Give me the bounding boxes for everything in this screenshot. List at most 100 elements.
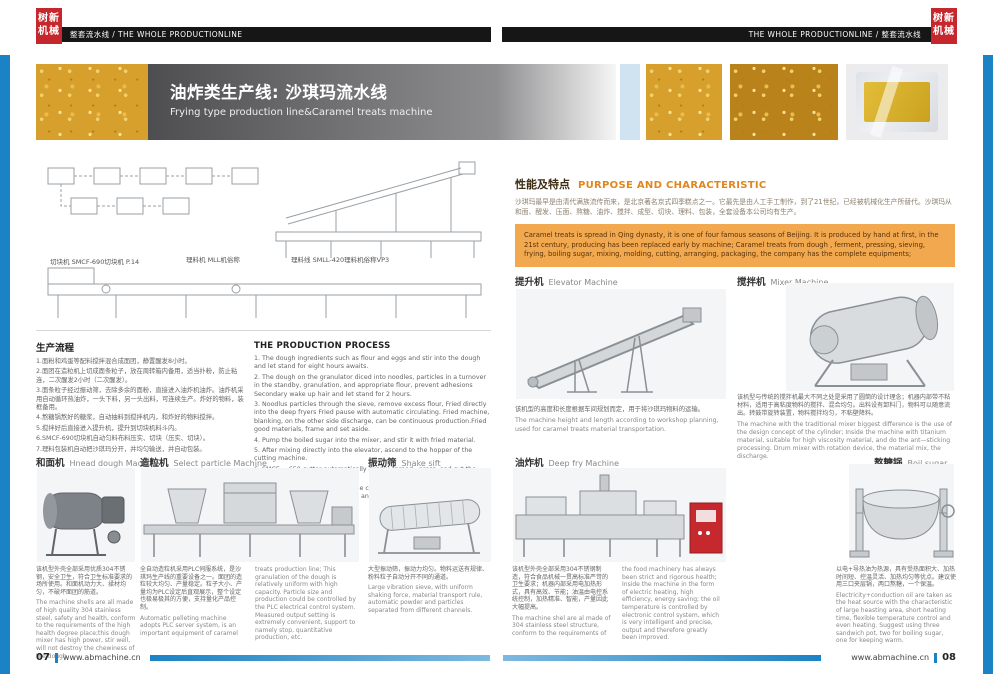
fry-desc-en: The machine shel are al made of 304 stai… [512, 566, 720, 642]
right-edge-strip [983, 55, 993, 674]
mixer-machine-photo [785, 282, 955, 392]
sift-desc-en: Large vibration sieve, with uniform shak… [368, 584, 483, 614]
page-subtitle: Frying type production line&Caramel trea… [170, 107, 433, 118]
mixer-name-zh: 搅拌机 [737, 277, 766, 288]
sugar-machine-photo [848, 463, 955, 565]
sift-machine-illustration [369, 468, 491, 562]
process-zh-step-4: 4.熬糖锅熬好的糖浆，自动抽料到搅拌机内，和炸好的物料搅拌。 [36, 414, 219, 422]
fry-name-en: Deep fry Machine [548, 459, 620, 468]
fry-machine-illustration [513, 468, 726, 562]
elevator-desc-zh: 该机型的高度和长度根据车间规划而定，用于将沙琪玛物料的运输。 [515, 406, 704, 413]
footer-left: 07 www.abmachine.cn [36, 652, 141, 663]
process-en-heading: THE PRODUCTION PROCESS [254, 341, 391, 351]
particle-desc-en: Automatic pelleting machine adopts PLC s… [140, 566, 356, 642]
purpose-body-en: Caramel treats is spread in Qing dynasty… [515, 224, 955, 267]
brand-stamp-right: 树新机械 [931, 8, 957, 44]
mixer-machine-illustration [786, 283, 954, 391]
machine-label-sift: 振动筛 Shake sift [368, 455, 441, 469]
production-process-zh: 生产流程 1.面粉和鸡蛋等配料搅拌混合成面团，静置醒发8小时。 2.面团在造粒机… [36, 334, 244, 456]
banner: 油炸类生产线: 沙琪玛流水线 Frying type production li… [36, 64, 957, 140]
photo-fried-snack [36, 64, 148, 140]
elevator-name-zh: 提升机 [515, 277, 544, 288]
sift-name-zh: 振动筛 [368, 458, 397, 469]
process-zh-step-5: 5.搅拌好后直接进入提升机，提升到切块机料斗内。 [36, 424, 181, 432]
elevator-desc-en: The machine height and length according … [515, 417, 719, 433]
process-zh-step-2: 2.面团在造粒机上切成面条粒子，放在周转箱内备用，适当扑粉，防止粘连，二次醒发2… [36, 368, 238, 384]
footer-tick-right [934, 652, 938, 663]
header-bar-right-label: THE WHOLE PRODUCTIONLINE / 整套流水线 [748, 30, 921, 39]
site-url-left: www.abmachine.cn [62, 653, 141, 662]
footer-right: www.abmachine.cn 08 [826, 652, 956, 663]
sift-name-en: Shake sift [401, 459, 441, 468]
sugar-desc-zh: 以电+导热油为热源，具有受热面积大、加热时间短、控温灵活、加热均匀等优点。建议使… [836, 566, 957, 589]
header-bar-left: 整套流水线 / THE WHOLE PRODUCTIONLINE [36, 27, 491, 42]
sugar-machine-illustration [849, 464, 955, 564]
footer-bar-right [503, 655, 821, 661]
purpose-section: 性能及特点 PURPOSE AND CHARACTERISTIC 沙琪玛最早是由… [515, 176, 955, 267]
elevator-name-en: Elevator Machine [548, 278, 618, 287]
sift-machine-photo [368, 467, 492, 563]
particle-description: 全自动造粒机采用PLC伺服系统，是沙琪玛生产线的重要设备之一。面团的造粒较大均匀… [140, 566, 360, 642]
page-number-right: 08 [942, 652, 956, 663]
dough-machine-illustration [37, 468, 135, 562]
particle-machine-photo [140, 467, 360, 563]
elevator-machine-illustration [516, 289, 726, 399]
process-zh-step-6: 6.SMCF-690切块机自动匀料布料压实、切块（压实、切块）。 [36, 435, 210, 443]
process-en-step-2: 2. The dough on the granulator diced int… [254, 373, 487, 398]
particle-name-zh: 造粒机 [140, 458, 169, 469]
machine-label-sugar: 熬糖锅 Boil sugar [874, 455, 947, 469]
mixer-desc-en: The machine with the traditional mixer b… [737, 421, 953, 460]
fry-desc-zh: 该机型外壳全部采用304不锈钢制造，符合食品机械一贯高标准严苛的卫生要求；机器内… [512, 566, 609, 611]
production-line-schematic: 理料机 MLL机俗称 理料线 SMLL-420理料机俗称VP3 切块机 SMCF… [47, 161, 482, 318]
photo-caramel-chunk [646, 64, 722, 140]
production-line-diagram: 理料机 MLL机俗称 理料线 SMLL-420理料机俗称VP3 切块机 SMCF… [36, 148, 496, 328]
elevator-machine-photo [515, 288, 727, 400]
particle-machine-illustration [141, 468, 359, 562]
sift-description: 大型振动筛，振动力均匀。物料运送有规律、粉料粒子自动分开不同的通道。 Large… [368, 566, 492, 615]
purpose-heading-zh: 性能及特点 [515, 178, 570, 191]
sugar-name-en: Boil sugar [907, 459, 948, 468]
particle-name-en: Select particle Machine [173, 459, 267, 468]
footer-bar-left [150, 655, 490, 661]
banner-title-block: 油炸类生产线: 沙琪玛流水线 Frying type production li… [148, 64, 496, 140]
process-zh-step-7: 7.理料包装机自动把沙琪玛分开，并均匀输送，并自动包装。 [36, 445, 206, 453]
photo-packaged-product [846, 64, 948, 140]
sift-desc-zh: 大型振动筛，振动力均匀。物料运送有规律、粉料粒子自动分开不同的通道。 [368, 566, 489, 581]
banner-blue-strip [620, 64, 640, 140]
fry-machine-photo [512, 467, 727, 563]
elevator-description: 该机型的高度和长度根据车间规划而定，用于将沙琪玛物料的运输。 The machi… [515, 406, 725, 434]
machine-label-dough: 和面机 Hnead dough Machine [36, 455, 159, 469]
photo-caramel-texture [730, 64, 838, 140]
machine-label-elevator: 提升机 Elevator Machine [515, 274, 618, 288]
banner-gradient [496, 64, 616, 140]
mixer-description: 该机型与传统的搅拌机最大不同之处是采用了圆筒的设计理念；机器内部带不粘材料，适用… [737, 394, 955, 461]
diagram-label-arrange-machine: 理料机 MLL机俗称 [186, 255, 240, 264]
process-zh-step-1: 1.面粉和鸡蛋等配料搅拌混合成面团，静置醒发8小时。 [36, 358, 191, 365]
machine-label-fry: 油炸机 Deep fry Machine [515, 455, 619, 469]
mixer-desc-zh: 该机型与传统的搅拌机最大不同之处是采用了圆筒的设计理念；机器内部带不粘材料，适用… [737, 394, 951, 417]
diagram-label-cutter: 切块机 SMCF-690切块机 P.14 [50, 257, 139, 266]
dough-desc-en: The machine shells are all made of high … [36, 599, 136, 660]
site-url-right: www.abmachine.cn [851, 653, 930, 662]
sugar-description: 以电+导热油为热源，具有受热面积大、加热时间短、控温灵活、加热均匀等优点。建议使… [836, 566, 956, 645]
process-en-step-5: 5. After mixing directly into the elevat… [254, 447, 473, 463]
purpose-body-zh: 沙琪玛最早是由清代满族流传而来，是北京著名京式四季糕点之一。它最先是由人工手工制… [515, 198, 952, 216]
section-divider-rule [36, 330, 491, 331]
package-wrapper [856, 65, 938, 139]
footer-tick-left [54, 652, 58, 663]
purpose-heading-en: PURPOSE AND CHARACTERISTIC [578, 180, 767, 191]
fry-description: 该机型外壳全部采用304不锈钢制造，符合食品机械一贯高标准严苛的卫生要求；机器内… [512, 566, 722, 642]
machine-label-mixer: 搅拌机 Mixer Machine [737, 274, 828, 288]
brand-stamp-left: 树新机械 [36, 8, 62, 44]
dough-name-zh: 和面机 [36, 458, 65, 469]
purpose-heading: 性能及特点 PURPOSE AND CHARACTERISTIC [515, 176, 955, 192]
header-bar-right: THE WHOLE PRODUCTIONLINE / 整套流水线 [502, 27, 955, 42]
process-en-step-1: 1. The dough ingredients such as flour a… [254, 355, 481, 371]
dough-description: 该机型外壳全部采用优质304不锈钢，安全卫生，符合卫生标准要求的场所使用。和面机… [36, 566, 136, 660]
diagram-label-arrange-line: 理料线 SMLL-420理料机俗称VP3 [291, 255, 389, 264]
page-title: 油炸类生产线: 沙琪玛流水线 [170, 83, 388, 102]
machine-label-particle: 造粒机 Select particle Machine [140, 455, 267, 469]
mixer-name-en: Mixer Machine [770, 278, 829, 287]
dough-desc-zh: 该机型外壳全部采用优质304不锈钢，安全卫生，符合卫生标准要求的场所使用。和面机… [36, 566, 133, 596]
